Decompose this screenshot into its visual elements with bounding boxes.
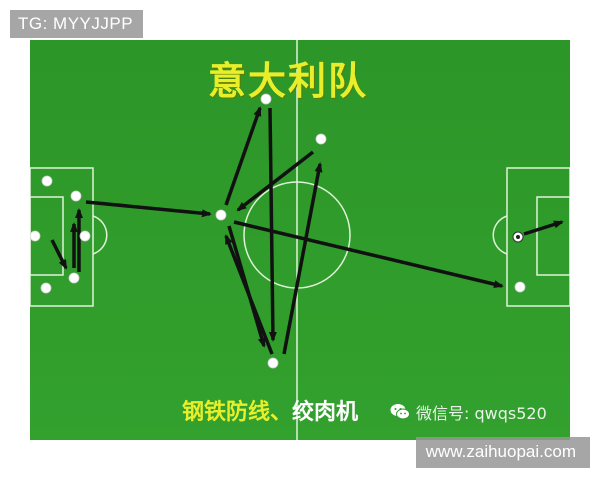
pass-arrow	[523, 220, 564, 236]
left-goal-box	[30, 196, 64, 276]
pitch-diagram	[30, 40, 570, 440]
diagram-title: 意大利队	[208, 59, 369, 103]
pass-arrow	[282, 162, 323, 355]
pass-arrows	[50, 106, 564, 355]
pass-arrow	[85, 200, 212, 218]
watermark-bottom: www.zaihuopai.com	[415, 437, 590, 468]
caption-highlight: 绞肉机	[292, 400, 359, 425]
grass	[30, 40, 570, 440]
right-goal-box	[536, 196, 570, 276]
right-penalty-arc	[492, 215, 508, 255]
pass-arrow	[268, 107, 277, 342]
player-marker	[514, 281, 526, 293]
player-marker	[70, 190, 82, 202]
player-marker	[68, 272, 80, 284]
pass-arrow	[233, 220, 504, 289]
player-marker	[40, 282, 52, 294]
wechat-label: 微信号: qwqs520	[416, 404, 547, 423]
left-penalty-arc	[92, 215, 108, 255]
pass-arrow	[224, 234, 274, 355]
player-marker	[30, 230, 41, 242]
left-penalty-box	[30, 167, 94, 307]
ball	[512, 231, 524, 243]
players	[30, 93, 526, 369]
player-marker	[260, 93, 272, 105]
right-penalty-box	[506, 167, 570, 307]
pass-arrow	[50, 239, 68, 270]
pass-arrow	[236, 150, 315, 212]
player-marker	[267, 357, 279, 369]
caption-text: 钢铁防线、	[182, 400, 293, 425]
player-marker	[215, 209, 227, 221]
diagram-caption: 钢铁防线、绞肉机	[182, 394, 358, 426]
player-marker	[79, 230, 91, 242]
wechat-id: 微信号: qwqs520	[390, 400, 547, 424]
pass-arrow	[224, 106, 262, 206]
player-marker	[41, 175, 53, 187]
football-pitch	[30, 40, 570, 440]
wechat-icon	[390, 403, 410, 421]
player-marker	[315, 133, 327, 145]
watermark-top: TG: MYYJJPP	[10, 10, 144, 38]
